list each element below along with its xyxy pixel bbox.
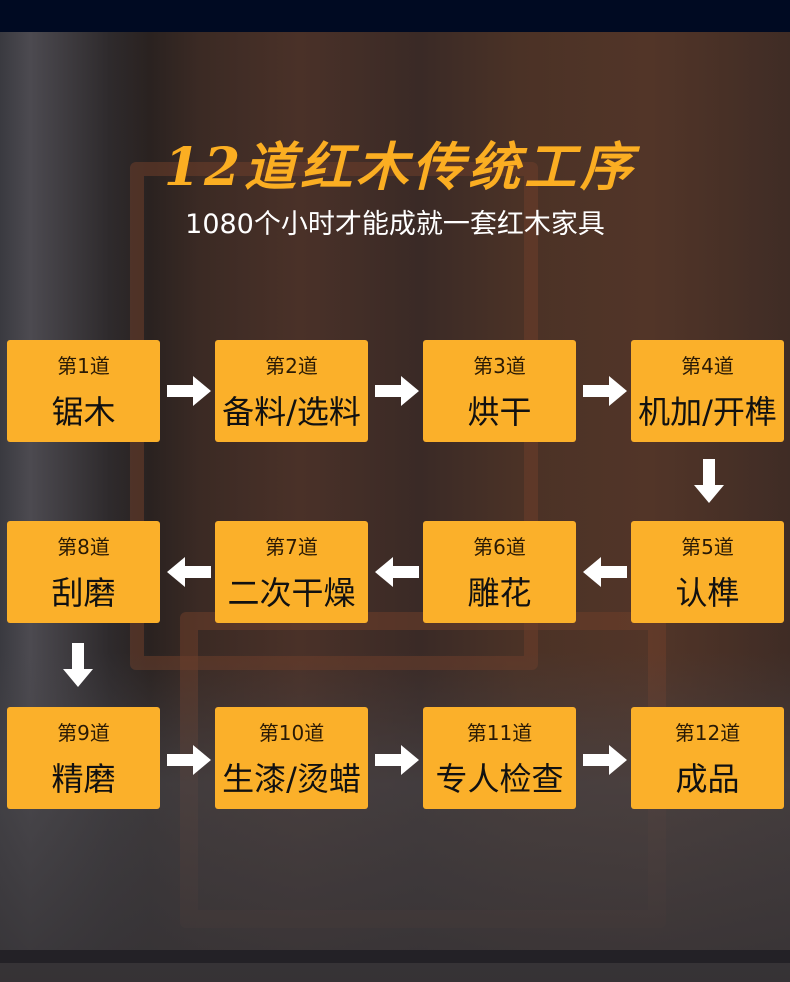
step-number: 第3道: [473, 354, 526, 378]
step-name: 专人检查: [435, 760, 564, 798]
step-card: 第8道刮磨: [7, 521, 160, 623]
arrow-icon: [375, 557, 419, 587]
step-name: 精磨: [51, 760, 116, 798]
top-bar: [0, 0, 790, 32]
step-number: 第11道: [466, 721, 533, 745]
step-number: 第1道: [57, 354, 110, 378]
floor: [0, 652, 790, 982]
step-name: 烘干: [467, 393, 532, 431]
step-card: 第6道雕花: [423, 521, 576, 623]
step-name: 刮磨: [51, 574, 116, 612]
arrow-icon: [375, 376, 419, 406]
step-card: 第12道成品: [631, 707, 784, 809]
step-name: 机加/开榫: [638, 393, 777, 431]
step-name: 锯木: [51, 393, 116, 431]
step-name: 二次干燥: [227, 574, 356, 612]
step-card: 第5道认榫: [631, 521, 784, 623]
step-number: 第10道: [258, 721, 325, 745]
step-card: 第3道烘干: [423, 340, 576, 442]
bottom-bar: [0, 950, 790, 963]
step-card: 第1道锯木: [7, 340, 160, 442]
step-name: 备料/选料: [222, 393, 361, 431]
step-name: 雕花: [467, 574, 532, 612]
step-name: 认榫: [675, 574, 740, 612]
arrow-icon: [694, 459, 724, 503]
arrow-icon: [583, 745, 627, 775]
step-card: 第2道备料/选料: [215, 340, 368, 442]
step-number: 第6道: [473, 535, 526, 559]
arrow-icon: [167, 376, 211, 406]
arrow-icon: [167, 557, 211, 587]
step-number: 第4道: [681, 354, 734, 378]
arrow-icon: [167, 745, 211, 775]
step-number: 第7道: [265, 535, 318, 559]
page-title: 12道红木传统工序: [163, 137, 637, 198]
step-card: 第7道二次干燥: [215, 521, 368, 623]
arrow-icon: [583, 376, 627, 406]
step-name: 成品: [675, 760, 740, 798]
step-number: 第9道: [57, 721, 110, 745]
step-card: 第9道精磨: [7, 707, 160, 809]
step-number: 第12道: [674, 721, 741, 745]
arrow-icon: [583, 557, 627, 587]
step-card: 第11道专人检查: [423, 707, 576, 809]
step-number: 第5道: [681, 535, 734, 559]
step-card: 第10道生漆/烫蜡: [215, 707, 368, 809]
step-card: 第4道机加/开榫: [631, 340, 784, 442]
arrow-icon: [63, 643, 93, 687]
page-subtitle: 1080个小时才能成就一套红木家具: [185, 209, 605, 240]
arrow-icon: [375, 745, 419, 775]
step-name: 生漆/烫蜡: [222, 760, 361, 798]
step-number: 第2道: [265, 354, 318, 378]
step-number: 第8道: [57, 535, 110, 559]
